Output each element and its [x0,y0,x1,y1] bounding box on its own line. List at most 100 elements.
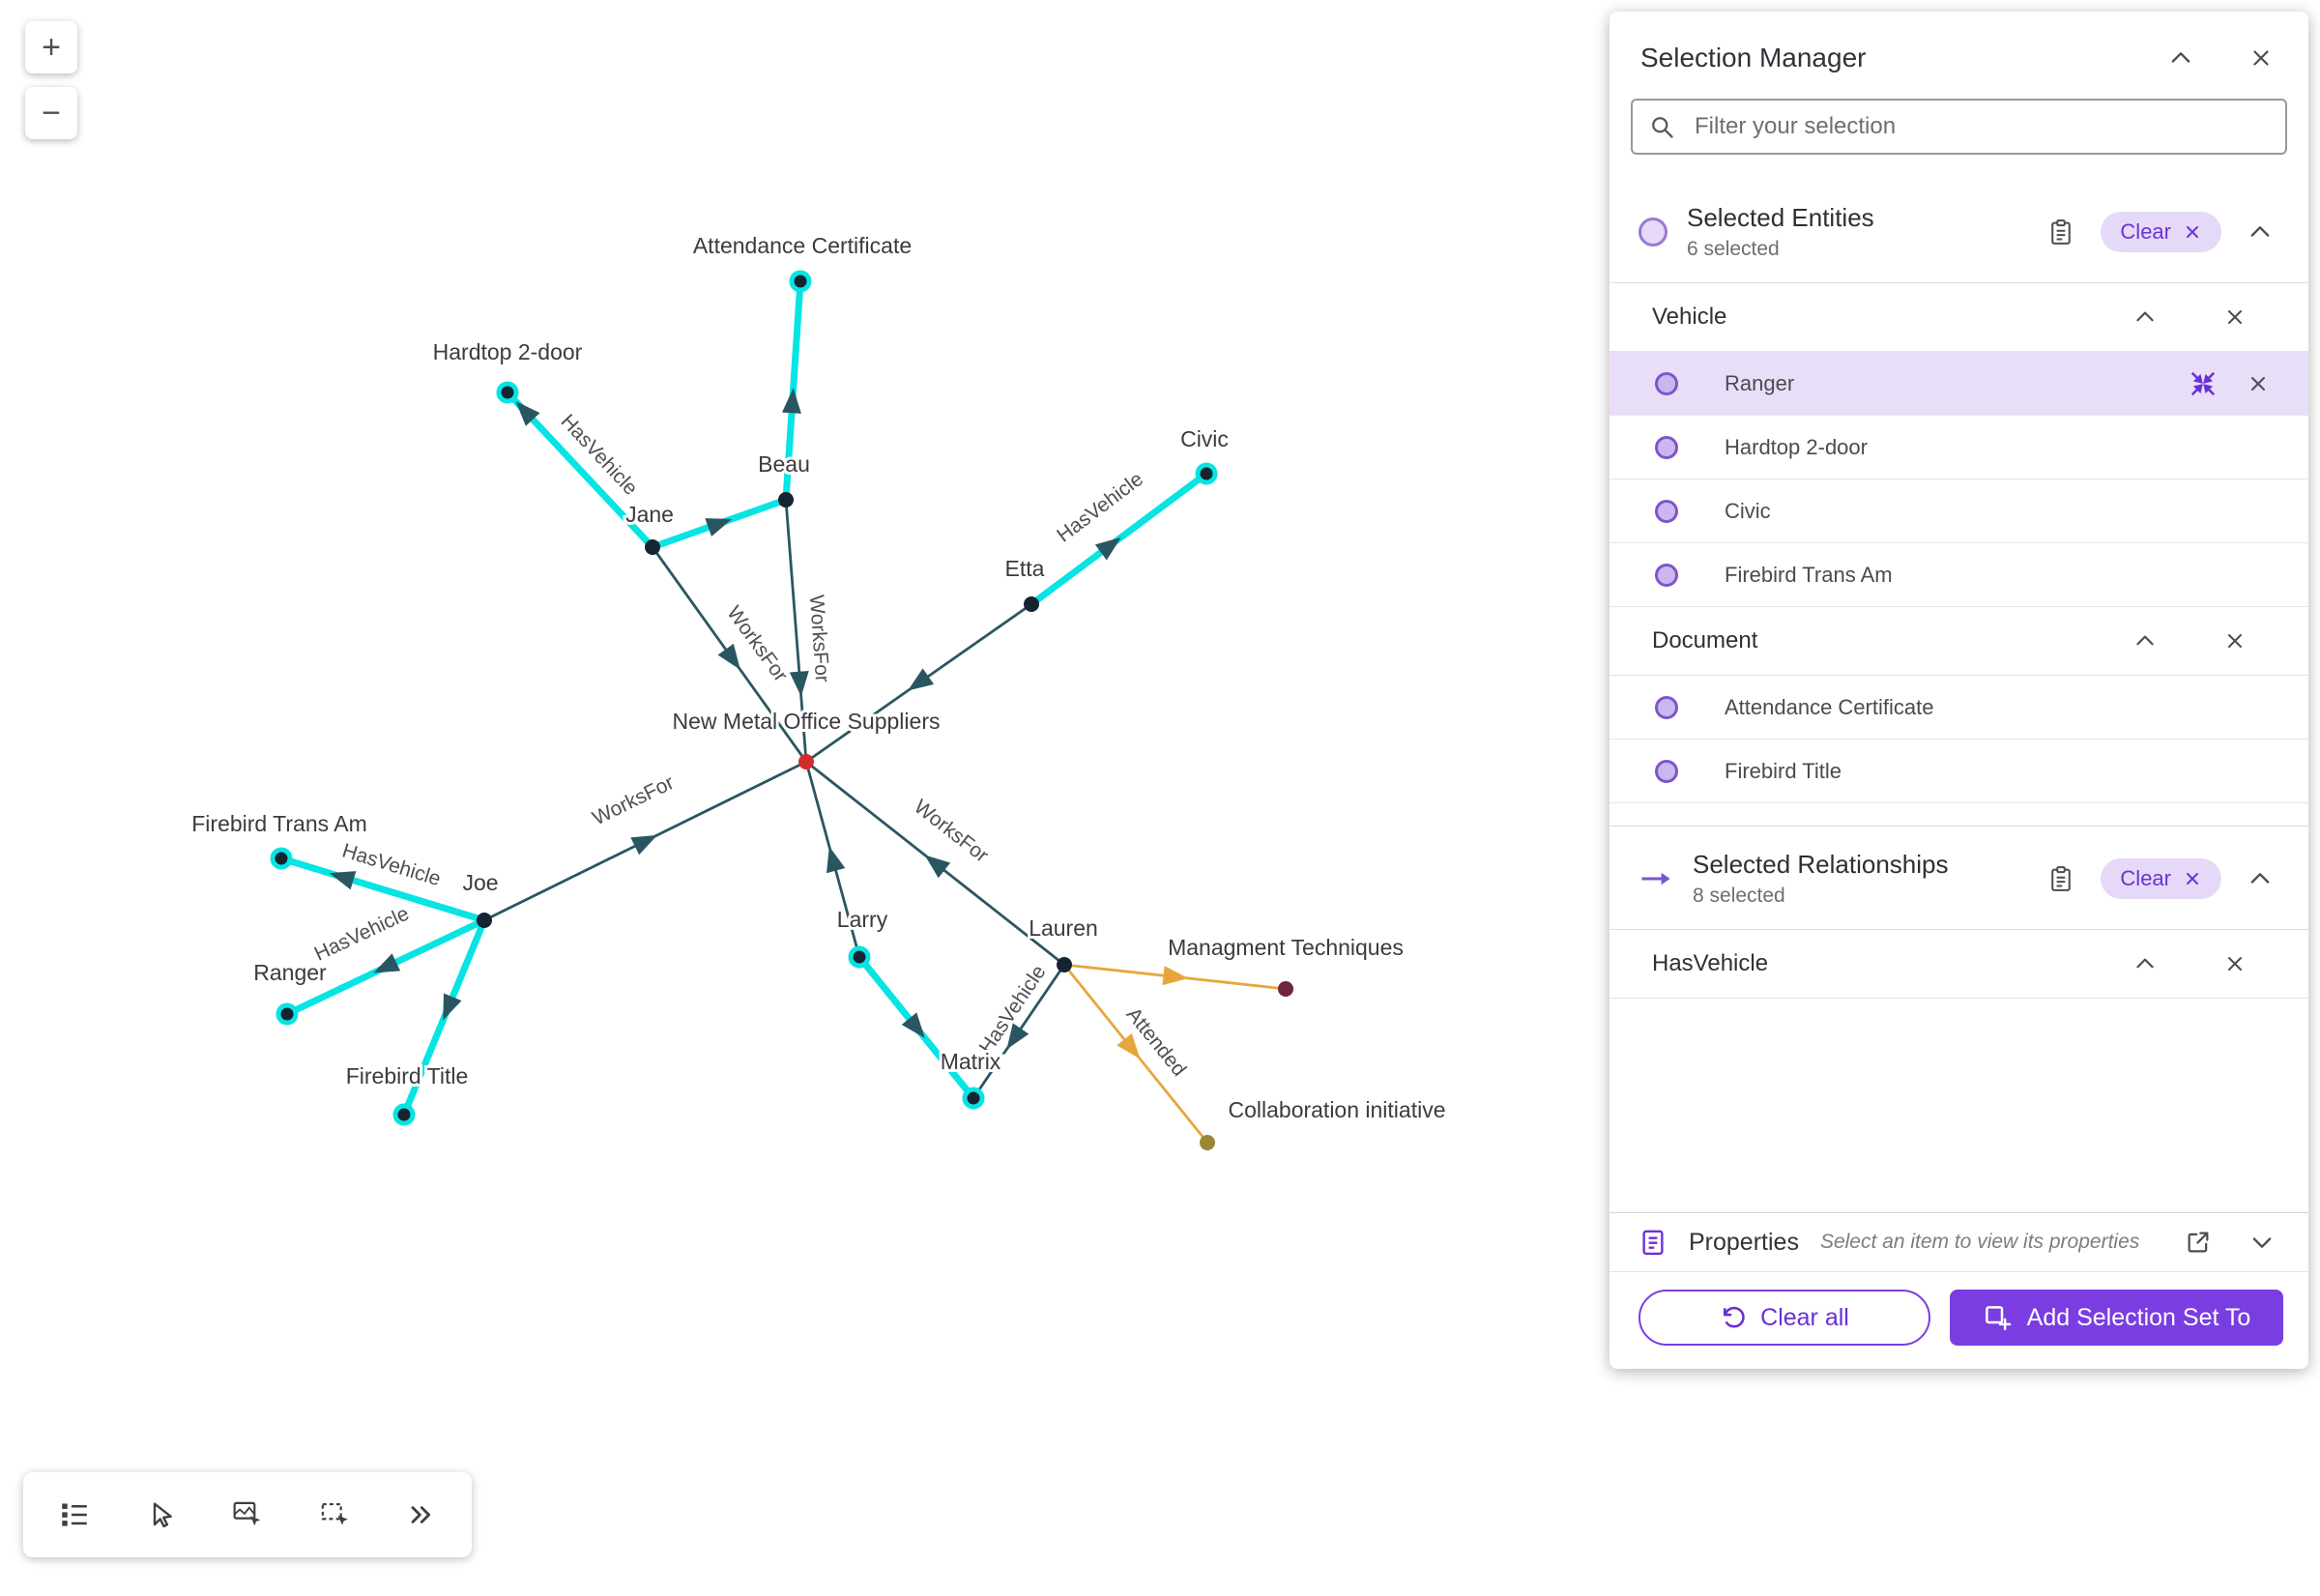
entity-node[interactable] [276,1002,299,1026]
node-label: Ranger [253,960,327,985]
pointer-tool-button[interactable] [130,1484,191,1546]
entity-icon [1655,759,1678,783]
chevron-up-icon [2250,873,2270,884]
pointer-icon [154,1502,173,1528]
selection-list[interactable]: Selected Entities 6 selected Clear Vehic… [1610,180,2308,1212]
node-label: Firebird Title [346,1063,469,1088]
edge-label: WorksFor [805,595,833,683]
entity-node[interactable] [1278,981,1293,997]
zoom-out-button[interactable]: − [25,87,77,139]
open-properties-window-button[interactable] [2179,1223,2218,1262]
filter-search [1631,99,2287,155]
entity-row[interactable]: Ranger [1610,352,2308,416]
edge-arrow-icon [443,993,462,1021]
edge-arrow-icon [373,953,401,973]
properties-expand-button[interactable] [2243,1223,2281,1262]
entities-section-header: Selected Entities 6 selected Clear [1610,180,2308,283]
entity-node[interactable] [645,539,660,555]
relationship-edge[interactable] [277,855,488,924]
relationship-groups: HasVehicle [1610,930,2308,999]
chevron-up-icon [2136,958,2154,969]
legend-list-icon [62,1503,87,1526]
edge-arrow-icon [329,871,357,890]
clear-x-icon [2187,226,2198,238]
entity-row[interactable]: Hardtop 2-door [1610,416,2308,479]
edge-arrow-icon [705,518,733,537]
group-remove-button[interactable] [2218,946,2252,981]
properties-title: Properties [1689,1228,1799,1256]
group-remove-button[interactable] [2218,624,2252,658]
edge-arrow-icon [1006,1023,1030,1050]
entities-clear-button[interactable]: Clear [2101,212,2221,252]
entity-node[interactable] [798,754,814,769]
node-label: Civic [1180,426,1229,451]
relationships-copy-list-button[interactable] [2041,858,2081,899]
entity-node[interactable] [1195,462,1218,485]
properties-bar[interactable]: Properties Select an item to view its pr… [1610,1212,2308,1272]
section-separator [1610,803,2308,827]
search-icon [1648,113,1675,140]
relationships-clear-button[interactable]: Clear [2101,858,2221,899]
more-tools-button[interactable] [390,1484,451,1546]
edge-arrow-icon [826,846,846,874]
select-features-button[interactable] [217,1484,278,1546]
legend-list-button[interactable] [44,1484,105,1546]
entity-node[interactable] [270,847,293,870]
filter-input[interactable] [1631,99,2287,155]
zoom-in-button[interactable]: + [25,21,77,73]
entity-row[interactable]: Firebird Trans Am [1610,543,2308,607]
entity-node[interactable] [962,1087,985,1110]
relationships-title: Selected Relationships [1693,850,1949,879]
edge-arrow-icon [781,388,801,414]
entity-row[interactable]: Attendance Certificate [1610,676,2308,740]
clear-x-icon [2187,873,2198,885]
rectangle-select-button[interactable] [304,1484,365,1546]
zoom-to-icon [2190,371,2216,395]
entity-node[interactable] [392,1103,416,1126]
panel-close-button[interactable] [2243,40,2279,76]
node-label: Etta [1005,556,1045,581]
entities-count: 6 selected [1687,238,1780,260]
group-collapse-button[interactable] [2127,299,2163,335]
clipboard-icon [2051,866,2072,891]
close-icon [2228,634,2242,648]
group-name: Vehicle [1652,304,1727,330]
panel-collapse-button[interactable] [2161,39,2200,77]
relationship-edge[interactable] [784,498,808,764]
group-remove-button[interactable] [2218,300,2252,334]
node-label: Beau [758,451,810,477]
entity-node[interactable] [496,381,519,404]
entity-node[interactable] [778,492,794,508]
bottom-toolbar [23,1472,472,1557]
group-collapse-button[interactable] [2127,623,2163,659]
entity-node[interactable] [477,913,492,928]
entities-copy-list-button[interactable] [2041,212,2081,252]
selection-manager-panel: Selection Manager Selected Entities 6 se… [1610,12,2308,1369]
zoom-to-button[interactable] [2183,363,2223,404]
select-features-icon [233,1501,261,1526]
add-selection-icon [1985,1306,2012,1331]
entity-row[interactable]: Civic [1610,479,2308,543]
clear-all-button[interactable]: Clear all [1638,1290,1930,1346]
group-collapse-button[interactable] [2127,945,2163,982]
node-label: Larry [837,907,888,932]
relationship-group-header: HasVehicle [1610,930,2308,999]
entity-node[interactable] [1024,596,1039,612]
row-label: Firebird Title [1725,758,1842,783]
add-selection-set-button[interactable]: Add Selection Set To [1950,1290,2283,1346]
node-label: Lauren [1029,915,1098,941]
entity-node[interactable] [789,270,812,293]
node-label: Managment Techniques [1168,935,1404,960]
entity-icon [1655,499,1678,523]
double-chevron-right-icon [411,1506,431,1523]
entity-row[interactable]: Firebird Title [1610,740,2308,803]
entity-node[interactable] [1200,1135,1215,1150]
entity-node[interactable] [1057,957,1072,972]
entities-collapse-button[interactable] [2241,213,2279,251]
node-label: Attendance Certificate [693,233,912,258]
relationships-collapse-button[interactable] [2241,859,2279,898]
row-remove-button[interactable] [2241,366,2276,401]
entity-node[interactable] [848,945,871,969]
